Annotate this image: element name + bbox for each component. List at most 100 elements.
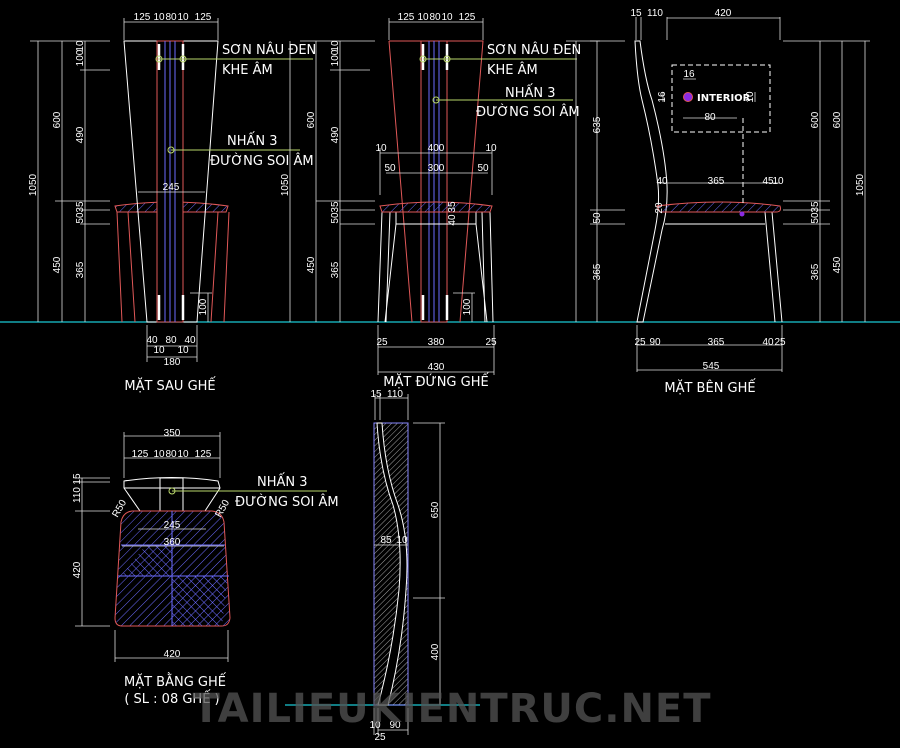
dim-label: 90 bbox=[649, 337, 661, 348]
dim-label: 35 bbox=[330, 201, 341, 213]
note-paint: SƠN NÂU ĐEN bbox=[222, 42, 316, 58]
dim-label: 365 bbox=[592, 263, 603, 280]
dim-label: 365 bbox=[708, 176, 725, 187]
dim-label: 1050 bbox=[280, 173, 291, 196]
note-groove: KHE ÂM bbox=[487, 62, 538, 78]
dim-label: 90 bbox=[389, 720, 401, 731]
dim-label: 35 bbox=[75, 201, 86, 213]
dim-label: 110 bbox=[387, 389, 403, 400]
dim-label: 20 bbox=[654, 202, 665, 214]
dim-label: 25 bbox=[634, 337, 646, 348]
dim-label: 400 bbox=[430, 643, 441, 660]
dim-label: 420 bbox=[715, 8, 732, 19]
dim-label: 10 bbox=[177, 449, 189, 460]
dim-label: 125 bbox=[398, 12, 415, 23]
dim-label: 10 bbox=[75, 40, 86, 52]
note-groove: KHE ÂM bbox=[222, 62, 273, 78]
dim-label: 650 bbox=[430, 501, 441, 518]
note-accent: NHẤN 3 bbox=[505, 84, 556, 101]
dim-label: 45 bbox=[762, 176, 774, 187]
dim-label: 25 bbox=[376, 337, 388, 348]
dim-label: 10 bbox=[153, 449, 165, 460]
dim-label: 10 bbox=[369, 720, 381, 731]
view-title: MẶT SAU GHẾ bbox=[124, 377, 216, 394]
dim-label: 25 bbox=[774, 337, 786, 348]
dim-label: 10 bbox=[772, 176, 784, 187]
dim-label: 180 bbox=[164, 357, 181, 368]
dim-label: 1050 bbox=[855, 173, 866, 196]
dim-label: 16 bbox=[657, 91, 668, 103]
dim-label: 40 bbox=[146, 335, 158, 346]
dim-label: 245 bbox=[163, 182, 180, 193]
side-view: INTERIOR 15 110 420 16 16 10 80 635 50 3… bbox=[590, 8, 870, 396]
dim-label: 545 bbox=[703, 361, 720, 372]
dim-label: 125 bbox=[132, 449, 149, 460]
dim-label: 10 bbox=[153, 345, 165, 356]
dim-label: 400 bbox=[428, 143, 445, 154]
dim-label: 100 bbox=[330, 49, 341, 66]
dim-label: 50 bbox=[75, 212, 86, 224]
dim-label: 50 bbox=[477, 163, 489, 174]
dim-label: 110 bbox=[647, 8, 663, 19]
dim-label: 600 bbox=[832, 111, 843, 128]
plan-view: 350 125 10 80 10 125 15 110 420 R50 R50 … bbox=[72, 428, 339, 707]
dim-label: 80 bbox=[165, 449, 177, 460]
dim-label: 420 bbox=[164, 649, 181, 660]
note-grooves: ĐƯỜNG SOI ÂM bbox=[476, 104, 580, 120]
dim-label: 16 bbox=[683, 69, 695, 80]
dim-label: 40 bbox=[762, 337, 774, 348]
dim-label: 10 bbox=[177, 12, 189, 23]
dim-label: 600 bbox=[306, 111, 317, 128]
dim-label: 15 bbox=[630, 8, 642, 19]
dim-label: 15 bbox=[370, 389, 382, 400]
dim-label: 85 bbox=[380, 535, 392, 546]
dim-label: 25 bbox=[374, 732, 386, 743]
dim-label: 350 bbox=[164, 428, 181, 439]
dim-label: 80 bbox=[165, 12, 177, 23]
dim-label: 50 bbox=[330, 212, 341, 224]
view-subtitle: ( SL : 08 GHẾ ) bbox=[124, 690, 219, 707]
dim-label: 365 bbox=[810, 263, 821, 280]
dim-label: 10 bbox=[153, 12, 165, 23]
dim-label: 490 bbox=[330, 126, 341, 143]
dim-label: 430 bbox=[428, 362, 445, 373]
dim-label: 125 bbox=[134, 12, 151, 23]
dim-label: 50 bbox=[592, 212, 603, 224]
front-view: 125 10 80 10 125 1050 600 450 10 100 490… bbox=[280, 12, 600, 390]
dim-label: 40 bbox=[656, 176, 668, 187]
dim-label: 10 bbox=[417, 12, 429, 23]
dim-label: 10 bbox=[375, 143, 387, 154]
dim-label: 245 bbox=[164, 520, 181, 531]
dim-label: 490 bbox=[75, 126, 86, 143]
dim-label: 100 bbox=[198, 298, 209, 315]
dim-label: 35 bbox=[810, 201, 821, 213]
dim-label: 10 bbox=[745, 91, 756, 103]
dim-label: 50 bbox=[384, 163, 396, 174]
dim-label: 80 bbox=[704, 112, 716, 123]
view-title: MẶT BẰNG GHẾ bbox=[124, 673, 227, 690]
dim-label: 15 bbox=[72, 473, 83, 485]
dim-label: 10 bbox=[177, 345, 189, 356]
interior-logo: INTERIOR bbox=[697, 93, 751, 104]
view-title: MẶT BÊN GHẾ bbox=[664, 379, 756, 396]
dim-label: 10 bbox=[396, 535, 408, 546]
dim-label: 365 bbox=[708, 337, 725, 348]
dim-label: 300 bbox=[428, 163, 445, 174]
note-accent: NHẤN 3 bbox=[227, 132, 278, 149]
dim-label: 100 bbox=[75, 49, 86, 66]
note-grooves: ĐƯỜNG SOI ÂM bbox=[235, 494, 339, 510]
dim-label: 450 bbox=[306, 256, 317, 273]
dim-label: 35 bbox=[447, 201, 458, 213]
dim-label: 25 bbox=[485, 337, 497, 348]
dim-label: 10 bbox=[441, 12, 453, 23]
note-grooves: ĐƯỜNG SOI ÂM bbox=[210, 153, 314, 169]
dim-label: 600 bbox=[52, 111, 63, 128]
back-view: 125 10 80 10 125 1050 600 450 10 100 490… bbox=[28, 12, 316, 394]
dim-label: 600 bbox=[810, 111, 821, 128]
dim-label: 360 bbox=[164, 537, 181, 548]
section-view: 15 110 650 400 85 10 10 90 25 bbox=[369, 389, 445, 743]
dim-label: 420 bbox=[72, 561, 83, 578]
dim-label: 110 bbox=[72, 487, 83, 503]
